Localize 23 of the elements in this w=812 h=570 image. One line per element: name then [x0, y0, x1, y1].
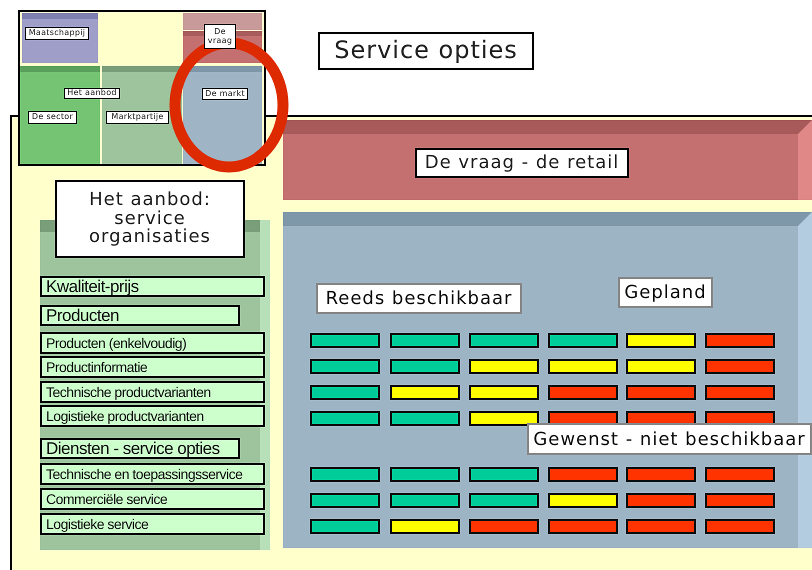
column-panel — [40, 180, 270, 550]
label-box: De markt — [202, 88, 248, 100]
list-item: Technische en toepassingsservice — [40, 463, 265, 485]
label-box: De sector — [28, 111, 77, 124]
title-box: Service opties — [318, 32, 534, 70]
list-heading: Kwaliteit-prijs — [40, 276, 265, 297]
legend-label: Reeds beschikbaar — [316, 283, 522, 314]
label-box: Maatschappij — [25, 27, 89, 40]
list-item: Technische productvarianten — [40, 381, 265, 403]
list-heading: Producten — [40, 305, 240, 326]
label-box: Het aanbod — [64, 88, 120, 99]
label-box: De vraag - de retail — [415, 148, 629, 178]
list-item: Producten (enkelvoudig) — [40, 332, 265, 354]
list-item: Logistieke service — [40, 513, 265, 535]
list-item: Commerciële service — [40, 488, 265, 510]
legend-label: Gepland — [618, 277, 713, 308]
list-heading: Diensten - service opties — [40, 438, 240, 459]
list-item: Logistieke productvarianten — [40, 405, 265, 427]
heading-box: Het aanbod: service organisaties — [55, 180, 245, 258]
legend-label: Gewenst - niet beschikbaar — [527, 423, 812, 455]
label-box: Marktpartije — [106, 111, 169, 124]
list-item: Productinformatie — [40, 356, 265, 378]
label-box: De vraag — [204, 24, 236, 49]
